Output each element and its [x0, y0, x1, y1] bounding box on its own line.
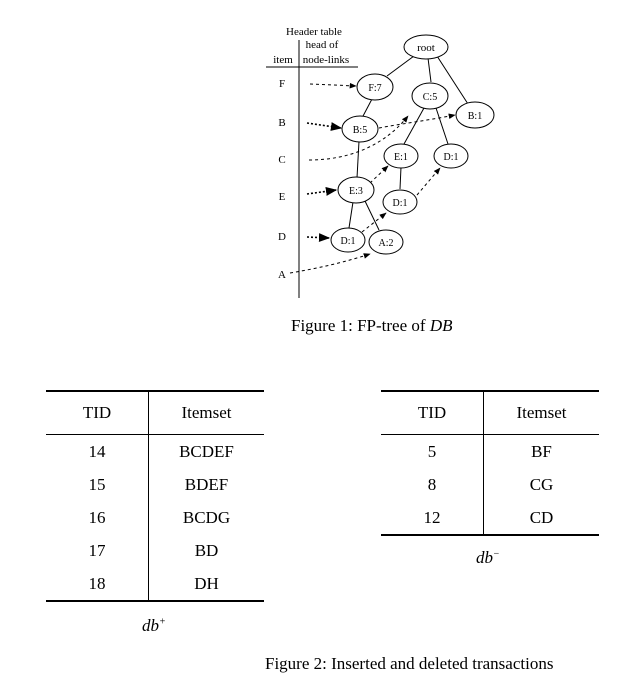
link-e3-e1 — [369, 165, 389, 184]
svg-text:D:1: D:1 — [393, 198, 408, 209]
edge-f7-b5 — [361, 98, 373, 119]
edge-e1-d1b — [399, 166, 402, 190]
header-item-a: A — [278, 269, 286, 281]
svg-text:C:5: C:5 — [423, 92, 437, 103]
svg-text:root: root — [417, 42, 435, 54]
svg-text:E:3: E:3 — [349, 186, 363, 197]
header-item-c: C — [278, 154, 285, 166]
edge-root-b1 — [436, 55, 469, 105]
header-item-e: E — [279, 191, 286, 203]
edge-c5-d1a — [435, 107, 449, 145]
link-a-a2 — [289, 253, 371, 274]
col-itemset: Itemset — [483, 391, 599, 435]
header-col-links-line2: node-links — [303, 54, 349, 66]
node-e1: E:1 — [383, 143, 419, 169]
db-minus-label: db− — [476, 548, 500, 567]
node-b1: B:1 — [455, 101, 495, 129]
col-itemset: Itemset — [148, 391, 264, 435]
node-e3: E:3 — [337, 176, 375, 204]
edge-e3-a2 — [364, 200, 380, 231]
svg-text:A:2: A:2 — [379, 238, 394, 249]
edge-e3-d1c — [348, 201, 354, 229]
node-d1c: D:1 — [330, 227, 366, 253]
figure1-caption: Figure 1: FP-tree of DB — [291, 316, 453, 335]
link-e-e3 — [306, 186, 338, 196]
svg-text:F:7: F:7 — [368, 83, 381, 94]
link-f-f7 — [309, 82, 357, 89]
node-d1a: D:1 — [433, 143, 469, 169]
node-b5: B:5 — [341, 115, 379, 143]
svg-text:D:1: D:1 — [444, 152, 459, 163]
tree-edges — [348, 55, 469, 231]
node-c5: C:5 — [411, 82, 449, 110]
link-d1b-d1a — [416, 167, 441, 196]
header-col-links-line1: head of — [306, 39, 339, 51]
figure2-caption: Figure 2: Inserted and deleted transacti… — [265, 654, 554, 673]
figure1-caption-italic: DB — [429, 316, 453, 335]
edge-root-c5 — [427, 57, 432, 83]
node-root: root — [403, 34, 449, 60]
node-links — [289, 82, 456, 274]
table-header-row: TID Itemset — [381, 391, 599, 435]
edge-root-f7 — [386, 55, 415, 77]
node-a2: A:2 — [368, 229, 404, 255]
db-plus-label: db+ — [142, 616, 166, 635]
node-d1b: D:1 — [382, 189, 418, 215]
edge-c5-e1 — [403, 107, 425, 145]
link-b5-b1 — [378, 113, 456, 129]
header-item-f: F — [279, 78, 285, 90]
svg-text:B:5: B:5 — [353, 125, 367, 136]
svg-text:B:1: B:1 — [468, 111, 482, 122]
link-b-b5 — [306, 122, 343, 131]
table-header-row: TID Itemset — [46, 391, 264, 435]
link-d1c-d1b — [361, 212, 387, 233]
svg-text:E:1: E:1 — [394, 152, 408, 163]
edge-b5-e3 — [356, 140, 360, 179]
col-tid: TID — [46, 391, 149, 435]
header-table-title: Header table — [286, 26, 342, 38]
link-d-d1c — [306, 233, 331, 243]
col-tid: TID — [381, 391, 484, 435]
header-col-item: item — [273, 54, 293, 66]
tree-nodes: root C:5 B:1 F:7 B:5 E:1 D:1 E:3 — [330, 34, 495, 255]
link-c-c5 — [308, 115, 409, 161]
svg-text:D:1: D:1 — [341, 236, 356, 247]
header-item-d: D — [278, 231, 286, 243]
header-item-b: B — [278, 117, 285, 129]
node-f7: F:7 — [356, 73, 394, 101]
